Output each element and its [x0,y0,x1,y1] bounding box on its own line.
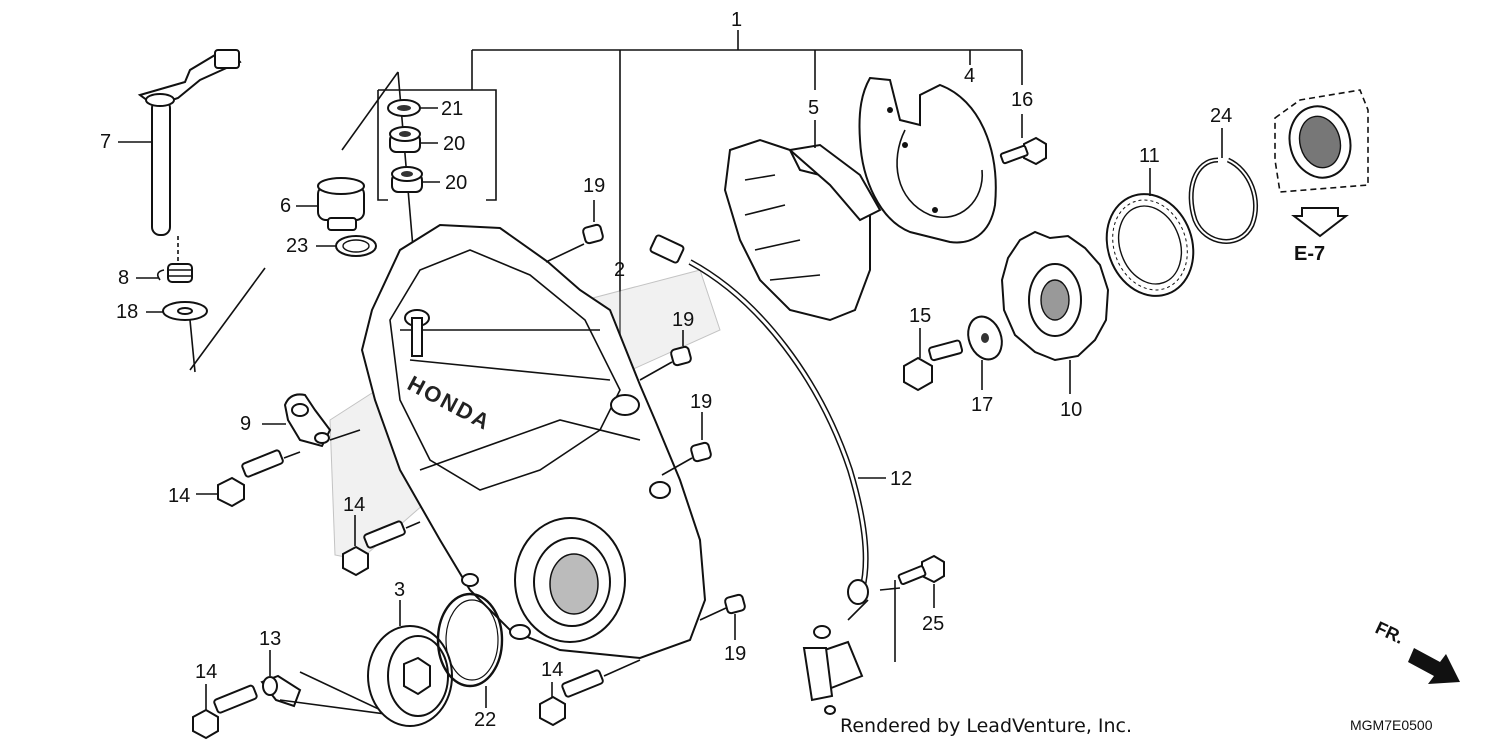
part-23-o-ring[interactable] [335,235,377,257]
callout-20-b[interactable]: 20 [445,172,467,194]
part-15-bolt[interactable] [903,339,964,392]
callout-3[interactable]: 3 [394,579,405,601]
part-24-snap-ring[interactable] [1188,157,1258,244]
callout-25[interactable]: 25 [922,613,944,635]
callout-1[interactable]: 1 [731,9,742,31]
front-marker-label: FR. [1372,618,1407,648]
callout-8[interactable]: 8 [118,267,129,289]
part-8-spring[interactable] [156,263,193,283]
part-14-bolt-a[interactable] [217,449,284,508]
callout-10[interactable]: 10 [1060,399,1082,421]
part-21-bearing[interactable] [387,99,421,117]
callout-20-a[interactable]: 20 [443,133,465,155]
callout-19-c[interactable]: 19 [690,391,712,413]
part-14-bolt-b[interactable] [342,520,406,577]
callout-14-b[interactable]: 14 [343,494,365,516]
part-16-bolt[interactable] [999,136,1047,166]
part-4-plate[interactable] [858,76,997,244]
e7-reference-label: E-7 [1294,243,1325,265]
part-14-bolt-d[interactable] [539,669,604,727]
part-17-washer[interactable] [962,312,1007,364]
callout-19-b[interactable]: 19 [672,309,694,331]
callout-9[interactable]: 9 [240,413,251,435]
callout-15[interactable]: 15 [909,305,931,327]
part-20-bearing-lower[interactable] [391,166,423,193]
callout-6[interactable]: 6 [280,195,291,217]
callout-19-a[interactable]: 19 [583,175,605,197]
callout-13[interactable]: 13 [259,628,281,650]
part-7-shaft[interactable] [137,49,242,236]
part-25-bolt[interactable] [897,554,945,586]
render-credit: Rendered by LeadVenture, Inc. [840,715,1132,737]
part-13-clip[interactable] [260,674,302,708]
part-11-one-way-clutch[interactable] [1093,182,1208,308]
callout-18[interactable]: 18 [116,301,138,323]
part-3-plug[interactable] [367,625,453,727]
callout-14-c[interactable]: 14 [195,661,217,683]
part-19-dowel-pin-d[interactable] [724,593,746,615]
diagram-code: MGM7E0500 [1350,717,1433,733]
callout-21[interactable]: 21 [441,98,463,120]
callout-19-d[interactable]: 19 [724,643,746,665]
part-6-filler-cap[interactable] [317,177,365,231]
part-2-right-crankcase-cover[interactable]: HONDA [329,223,721,660]
callout-4[interactable]: 4 [964,65,975,87]
part-9-clamp[interactable] [283,393,332,448]
e7-reference-box[interactable]: E-7 [1274,89,1369,265]
callout-17[interactable]: 17 [971,394,993,416]
part-10-gear[interactable] [1000,230,1110,362]
part-5-guide-plate[interactable] [723,138,882,322]
part-20-bearing-upper[interactable] [389,126,421,153]
part-22-o-ring[interactable] [436,592,504,688]
part-19-dowel-pin-a[interactable] [582,223,604,245]
callout-11[interactable]: 11 [1139,145,1160,167]
callout-5[interactable]: 5 [808,97,819,119]
front-direction-marker: FR. [1372,618,1460,684]
callout-16[interactable]: 16 [1011,89,1033,111]
part-18-washer[interactable] [162,301,208,321]
part-19-dowel-pin-c[interactable] [690,441,712,463]
part-14-bolt-c[interactable] [192,684,258,740]
callout-24[interactable]: 24 [1210,105,1232,127]
callout-14-a[interactable]: 14 [168,485,190,507]
callout-labels: 1 2 3 4 5 6 7 8 9 10 11 12 13 14 14 14 1… [100,9,1232,731]
group-1-bracket [471,30,1023,340]
part-19-dowel-pin-b[interactable] [670,345,692,367]
callout-22[interactable]: 22 [474,709,496,731]
callout-23[interactable]: 23 [286,235,308,257]
callout-14-d[interactable]: 14 [541,659,563,681]
callout-2[interactable]: 2 [614,259,625,281]
callout-7[interactable]: 7 [100,131,111,153]
part-12-sensor-cable[interactable] [649,234,869,715]
callout-12[interactable]: 12 [890,468,912,490]
